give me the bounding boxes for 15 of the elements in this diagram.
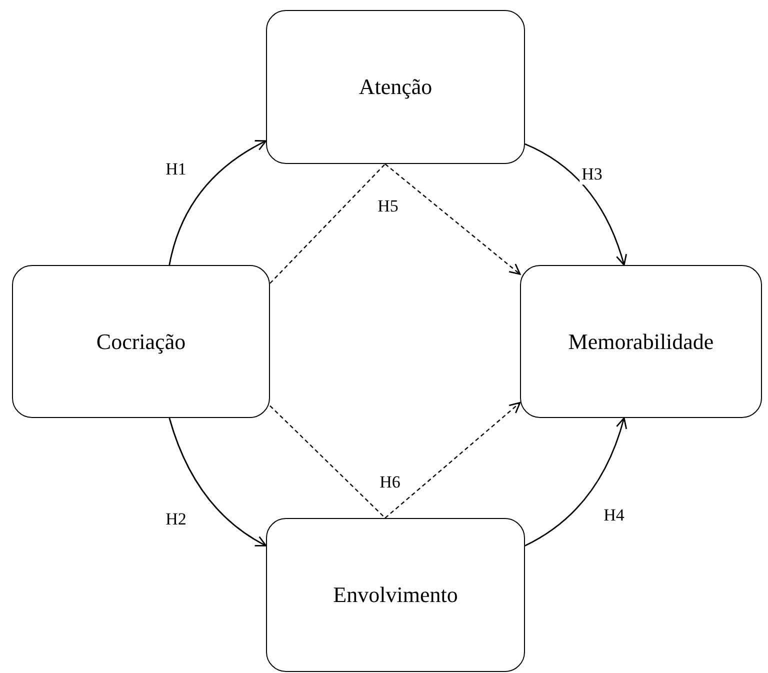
curved-arrow (524, 143, 627, 266)
curved-arrow (168, 140, 267, 266)
construct-label: Cocriação (96, 328, 186, 354)
curved-arrow (524, 417, 627, 546)
hypothesis-label: H3 (580, 166, 604, 184)
construct-label: Atenção (358, 74, 432, 100)
construct-label: Envolvimento (333, 582, 458, 608)
construct-box (266, 10, 525, 164)
dashed-arrow (384, 402, 521, 518)
construct-box (266, 518, 525, 672)
curved-arrow (168, 418, 267, 546)
construct-label: Memorabilidade (568, 328, 714, 354)
dashed-arrow (384, 164, 521, 275)
construct-box (12, 265, 270, 418)
construct-box (520, 265, 762, 418)
